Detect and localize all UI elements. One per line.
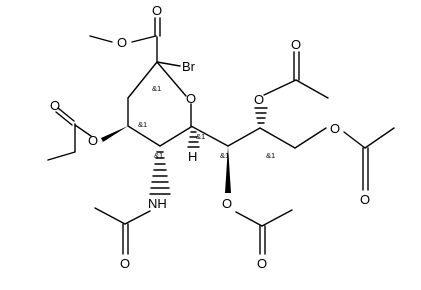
stereo-label-c2: &1 [152,84,161,93]
atom-o-carbonyl-left: O [50,98,60,113]
stereo-label-c4: &1 [138,120,147,129]
bond-c2-br [156,61,181,67]
bond-c8-c9 [259,127,296,149]
atom-br: Br [182,59,196,74]
bond-c2-c3 [127,61,158,99]
stereo-label-c7: &1 [220,151,229,160]
bond-o-acetyl-c7 [235,211,263,227]
bond-acetyl-methyl [47,151,76,161]
wedge-c7-o [225,146,231,193]
atom-o-carbonyl-c7: O [257,256,267,271]
atom-o-acetyl-c8: O [254,92,264,107]
atom-o-acetyl-left: O [88,133,98,148]
atom-o-acetyl-c9: O [330,121,340,136]
bond-acetyl-methyl-c9 [364,127,395,149]
atom-o-acetyl-c7: O [222,196,232,211]
atom-nh: NH [148,196,167,211]
bond-c4-c5 [127,125,161,147]
atom-o-carbonyl-top: O [152,3,162,18]
atom-o-carbonyl-c9: O [360,192,370,207]
bond-o-acetyl-c9 [343,131,366,149]
wedge-c4-o [101,126,128,142]
bond-c5-c6 [159,126,192,147]
atom-o-ring: O [186,91,196,106]
atom-h-c6: H [188,149,197,164]
stereo-label-c5: &1 [154,151,163,160]
bond-o-carbonyl-c [131,35,157,43]
hash-c6-h [187,131,200,148]
atom-o-carbonyl-amide: O [120,256,130,271]
bond-o-acetyl-left [74,124,92,137]
atom-o-carbonyl-c8: O [291,37,301,52]
bond-acetyl-methyl-c8 [295,79,329,99]
hash-c8-o [254,107,268,124]
bond-layer [47,17,395,255]
bond-acetyl-c-o-b [57,107,75,122]
bond-acetyl-c-o-a [55,111,73,126]
stereo-label-c8: &1 [266,151,275,160]
bond-c2-oring [156,61,187,97]
bond-o-acetyl-c8 [263,79,297,96]
atom-label-layer: O O Br O O O NH O H O O O O O O [50,3,370,271]
bond-c7-c8 [227,127,261,147]
stereo-label-layer: &1 &1 &1 &1 &1 &1 [138,84,275,160]
bond-amide-methyl [94,207,126,225]
bond-methyl-o [89,35,113,43]
bond-acetyl-methyl-c7 [261,209,293,227]
bond-n-amide-c [124,210,151,225]
hash-c5-n [149,151,171,195]
bond-c6-c7 [190,125,229,147]
atom-o-ester: O [117,35,127,50]
stereo-label-c6: &1 [196,132,205,141]
bond-c9-o [294,127,327,149]
